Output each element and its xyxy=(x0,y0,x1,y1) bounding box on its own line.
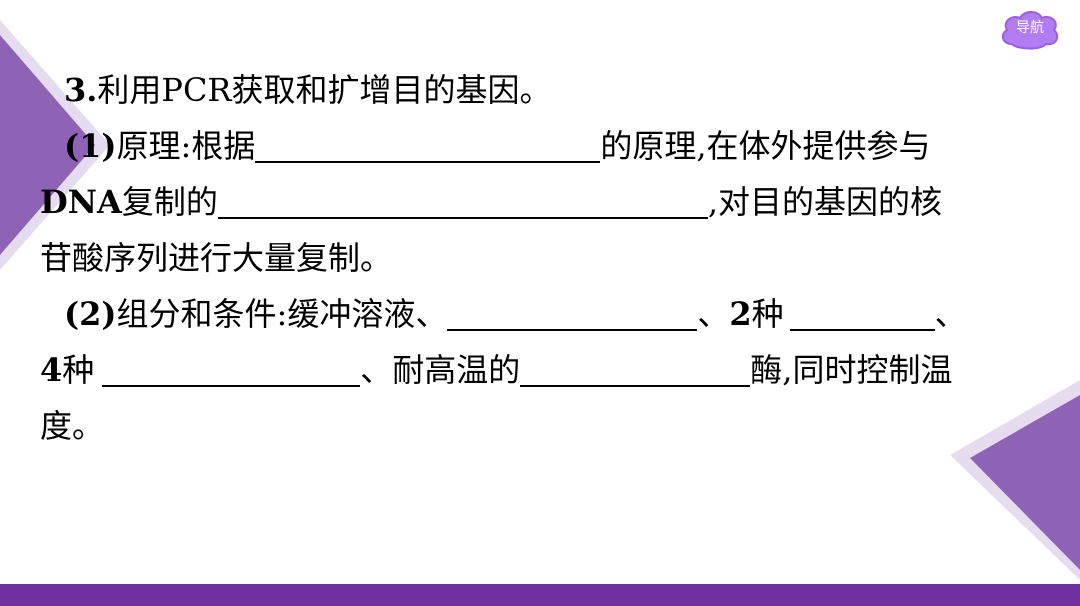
line-text: 苷酸序列进行大量复制。 xyxy=(40,239,393,277)
line-3: DNA复制的 ,对目的基因的核 xyxy=(40,174,1050,230)
line-text: 原理:根据 xyxy=(116,127,256,165)
line-text: 利用PCR获取和扩增目的基因。 xyxy=(97,71,552,109)
right-triangle-decoration xyxy=(950,380,1080,580)
line-text: 度。 xyxy=(40,407,105,445)
bottom-accent-bar xyxy=(0,584,1080,606)
question-content: 3.利用PCR获取和扩增目的基因。 (1)原理:根据 的原理,在体外提供参与 DN… xyxy=(40,62,1050,454)
line-text: 组分和条件:缓冲溶液、 xyxy=(116,295,448,333)
line-text: 酶,同时控制温 xyxy=(750,351,953,389)
nav-button[interactable]: 导航 xyxy=(998,6,1062,54)
line-text: ,对目的基因的核 xyxy=(707,183,943,221)
answer-blank[interactable] xyxy=(255,123,601,163)
line-7: 度。 xyxy=(40,398,1050,454)
item-number: (1) xyxy=(64,127,117,165)
line-text: 、 xyxy=(934,295,967,333)
answer-blank[interactable] xyxy=(520,347,751,387)
left-triangle-decoration xyxy=(0,20,110,270)
line-text: 的原理,在体外提供参与 xyxy=(600,127,931,165)
line-4: 苷酸序列进行大量复制。 xyxy=(40,230,1050,286)
nav-label: 导航 xyxy=(1016,20,1044,36)
line-text: 2 xyxy=(729,295,752,333)
answer-blank[interactable] xyxy=(789,291,935,331)
line-5: (2)组分和条件:缓冲溶液、、2种、 xyxy=(40,286,1050,342)
line-text: DNA xyxy=(40,183,122,221)
answer-blank[interactable] xyxy=(217,179,708,219)
line-text: 、耐高温的 xyxy=(360,351,521,389)
answer-blank[interactable] xyxy=(102,347,361,387)
line-2: (1)原理:根据 的原理,在体外提供参与 xyxy=(40,118,1050,174)
answer-blank[interactable] xyxy=(447,291,698,331)
line-6: 4种 、耐高温的 酶,同时控制温 xyxy=(40,342,1050,398)
item-number: (2) xyxy=(64,295,117,333)
cloud-icon xyxy=(1001,11,1059,50)
line-text: 种 xyxy=(751,295,784,333)
line-text: 复制的 xyxy=(121,183,218,221)
line-text: 4 xyxy=(40,351,63,389)
item-number: 3. xyxy=(64,71,98,109)
line-text: 种 xyxy=(62,351,95,389)
line-text: 、 xyxy=(697,295,730,333)
line-1: 3.利用PCR获取和扩增目的基因。 xyxy=(40,62,1050,118)
